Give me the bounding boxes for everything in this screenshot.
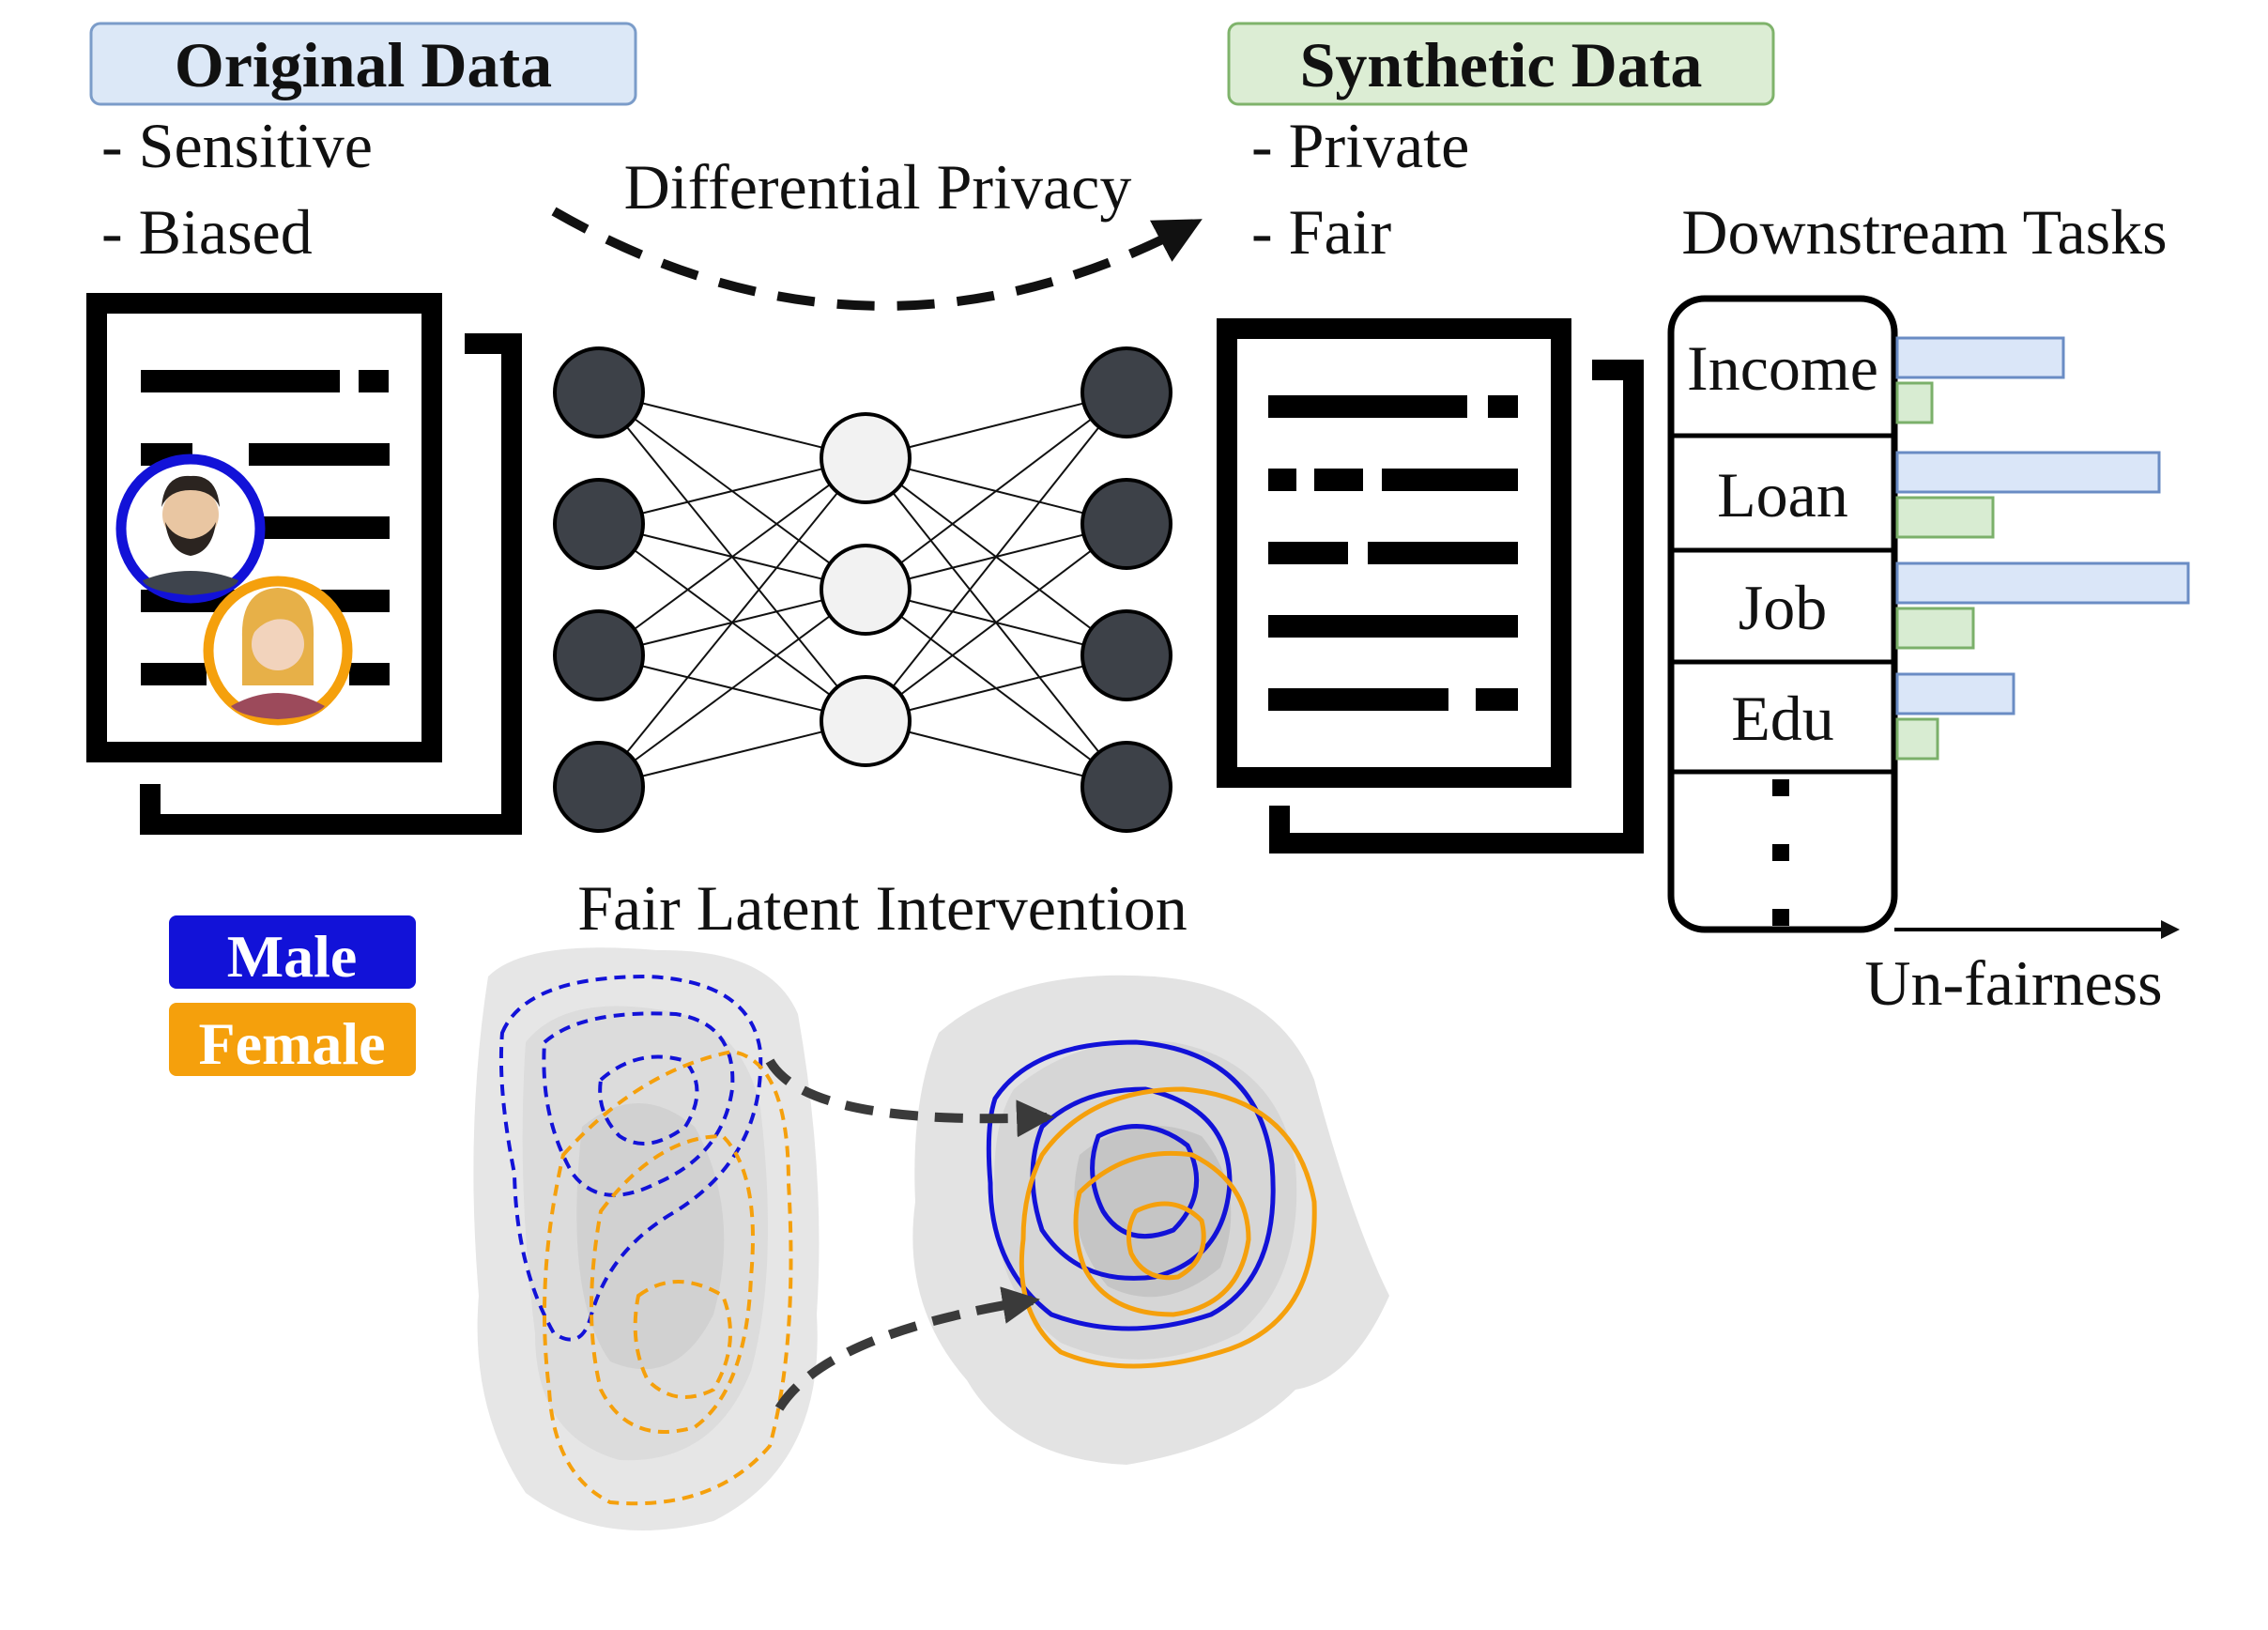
nn-edge: [865, 392, 1127, 722]
male-contour-outer: [498, 974, 763, 1342]
male-contour-fair-mid: [1030, 1086, 1233, 1281]
nn-latent-node: [820, 412, 912, 504]
unfairness-axis-label: Un-fairness: [1864, 947, 2162, 1019]
male-contour-inner: [598, 1054, 699, 1146]
legend-female-label: Female: [199, 1010, 386, 1077]
synthetic-data-section: Synthetic Data - Private - Fair: [1227, 22, 1775, 268]
legend-female-swatch: [169, 1003, 416, 1076]
nn-edge: [598, 457, 866, 788]
nn-edge: [865, 392, 1127, 591]
legend: Male Female: [169, 915, 416, 1077]
bar-synthetic-job: [1895, 607, 1975, 650]
nn-latent-node: [820, 544, 912, 636]
male-contour-fair-inner: [1090, 1124, 1200, 1239]
female-contour-fair-inner: [1126, 1201, 1206, 1281]
bar-synthetic-edu: [1895, 717, 1939, 761]
synthetic-data-title: Synthetic Data: [1300, 29, 1703, 100]
intervention-arrow-male: [765, 1058, 1054, 1138]
task-label-edu: Edu: [1731, 683, 1834, 754]
task-label-job: Job: [1739, 572, 1827, 643]
ellipsis-dot-2: [1772, 844, 1789, 861]
nn-edge: [598, 589, 866, 788]
fair-latent-intervention-label: Fair Latent Intervention: [577, 872, 1188, 944]
fair-latent-distribution: [912, 975, 1389, 1465]
original-data-title: Original Data: [175, 29, 552, 100]
synthetic-prop-private: - Private: [1251, 110, 1469, 181]
biased-latent-distribution: [473, 947, 820, 1530]
nn-latent-node: [820, 675, 912, 767]
original-prop-sensitive: - Sensitive: [101, 110, 373, 181]
legend-male-label: Male: [227, 923, 358, 990]
task-label-loan: Loan: [1717, 459, 1848, 531]
female-contour-inner: [633, 1280, 732, 1399]
male-contour-fair-outer: [986, 1039, 1276, 1331]
nn-input-node: [553, 478, 645, 570]
ellipsis-dot-3: [1772, 909, 1789, 926]
bar-original-job: [1895, 561, 2190, 605]
differential-privacy-arrow: Differential Privacy: [551, 151, 1203, 311]
nn-edge: [865, 523, 1127, 722]
nn-edge: [598, 457, 866, 656]
nn-input-node: [553, 609, 645, 701]
female-avatar: [203, 576, 353, 726]
female-contour-fair-mid: [1073, 1150, 1251, 1317]
downstream-title: Downstream Tasks: [1681, 196, 2167, 268]
female-contour-fair-outer: [1019, 1086, 1317, 1369]
synthetic-data-title-box: [1227, 22, 1775, 106]
nn-output-node: [1080, 741, 1172, 833]
male-avatar: [115, 454, 266, 604]
neural-network-nodes: [553, 346, 1172, 833]
nn-output-node: [1080, 609, 1172, 701]
nn-output-node: [1080, 346, 1172, 438]
female-contour-mid: [590, 1133, 755, 1434]
downstream-tasks: Downstream Tasks Income Loan Job Edu Un-…: [1667, 196, 2190, 1019]
synthetic-document-icon: [1217, 318, 1644, 853]
bar-original-loan: [1895, 451, 2161, 494]
synthetic-prop-fair: - Fair: [1251, 196, 1392, 268]
task-label-income: Income: [1687, 332, 1878, 404]
nn-input-node: [553, 741, 645, 833]
original-prop-biased: - Biased: [101, 196, 313, 268]
ellipsis-dot-1: [1772, 779, 1789, 796]
differential-privacy-label: Differential Privacy: [624, 151, 1132, 223]
bar-synthetic-income: [1895, 381, 1934, 424]
original-data-title-box: [89, 22, 637, 106]
bar-original-edu: [1895, 672, 2015, 715]
nn-input-node: [553, 346, 645, 438]
bar-original-income: [1895, 336, 2065, 379]
original-data-section: Original Data - Sensitive - Biased: [89, 22, 637, 268]
legend-male-swatch: [169, 915, 416, 989]
intervention-arrow-female: [774, 1286, 1040, 1411]
bar-synthetic-loan: [1895, 496, 1995, 539]
nn-output-node: [1080, 478, 1172, 570]
